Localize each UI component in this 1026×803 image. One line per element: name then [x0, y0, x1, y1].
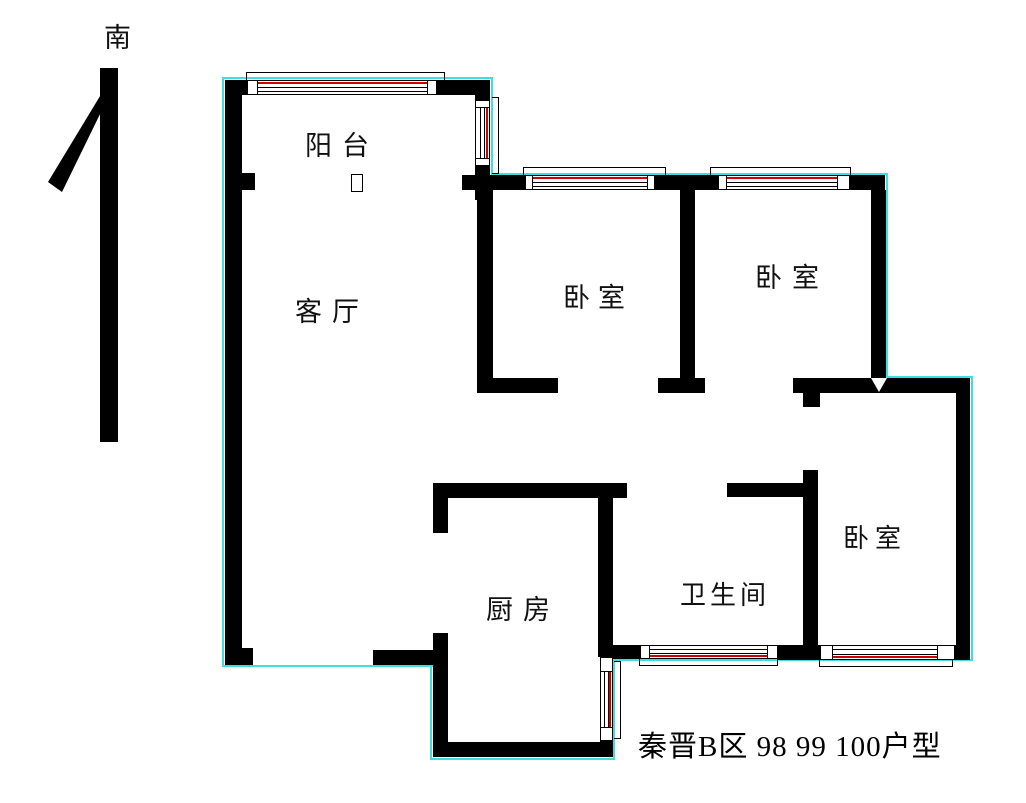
exterior-outline — [886, 376, 973, 378]
wall — [225, 80, 242, 665]
window-sill — [475, 158, 490, 166]
wall — [955, 645, 970, 660]
wall — [225, 648, 253, 665]
wall — [433, 742, 613, 757]
exterior-outline — [430, 758, 615, 760]
window-ledge — [614, 661, 621, 739]
wall — [373, 650, 435, 665]
window-ledge — [523, 167, 666, 176]
exterior-outline — [222, 77, 224, 667]
window-bathroom-bottom — [649, 645, 768, 659]
wall — [600, 741, 613, 757]
room-label-bedroom-top-right: 卧室 — [755, 263, 829, 293]
exterior-outline — [613, 659, 973, 661]
wall — [435, 80, 490, 95]
exterior-outline — [430, 665, 432, 760]
exterior-outline — [491, 173, 888, 175]
door-triangle-icon — [871, 378, 887, 392]
window-kitchen-right — [600, 671, 613, 728]
wall — [225, 173, 255, 190]
window-sill — [767, 645, 778, 659]
window-sill — [427, 80, 437, 95]
wall — [475, 93, 490, 101]
window-sill — [600, 657, 613, 672]
wall — [871, 190, 886, 378]
window-sill — [837, 175, 850, 190]
window-balcony-right — [475, 107, 490, 159]
wall — [477, 190, 493, 393]
wall — [462, 175, 533, 190]
exterior-outline — [491, 77, 493, 175]
wall — [655, 175, 718, 190]
room-label-bedroom-right: 卧室 — [843, 524, 908, 553]
room-label-living-room: 客厅 — [295, 297, 369, 327]
wall — [803, 470, 818, 647]
exterior-outline — [222, 665, 433, 667]
compass-arrow — [48, 68, 118, 442]
exterior-outline — [613, 659, 615, 760]
exterior-outline — [886, 173, 888, 378]
wall — [803, 392, 820, 407]
room-label-kitchen: 厨房 — [486, 595, 560, 625]
window-ledge — [492, 97, 499, 174]
wall — [850, 175, 885, 190]
column-marker — [351, 174, 363, 192]
window-ledge — [639, 658, 778, 666]
compass-south-label: 南 — [104, 23, 131, 53]
room-label-bedroom-top-left: 卧室 — [563, 283, 633, 313]
wall — [727, 483, 807, 497]
wall — [956, 378, 970, 660]
wall — [477, 378, 558, 393]
window-ledge — [246, 72, 445, 81]
room-label-balcony: 阳台 — [305, 131, 379, 161]
wall — [778, 645, 833, 660]
window-sill — [600, 727, 613, 741]
wall — [658, 378, 705, 393]
exterior-outline — [971, 376, 973, 661]
wall — [433, 483, 627, 498]
wall — [680, 190, 695, 378]
window-bedroom2-top — [726, 175, 838, 190]
window-bedroom1-top — [532, 175, 648, 190]
window-balcony-top — [257, 80, 428, 95]
wall — [433, 633, 448, 757]
window-sill — [937, 645, 955, 660]
wall — [598, 493, 613, 657]
wall — [608, 645, 650, 659]
window-sill — [647, 175, 655, 190]
exterior-outline — [222, 77, 492, 79]
room-label-bathroom: 卫生间 — [680, 581, 771, 610]
window-ledge — [819, 659, 953, 667]
wall — [433, 483, 448, 533]
window-bedroom3-bottom — [832, 645, 938, 660]
plan-caption: 秦晋B区 98 99 100户型 — [638, 731, 942, 763]
window-ledge — [710, 167, 851, 176]
